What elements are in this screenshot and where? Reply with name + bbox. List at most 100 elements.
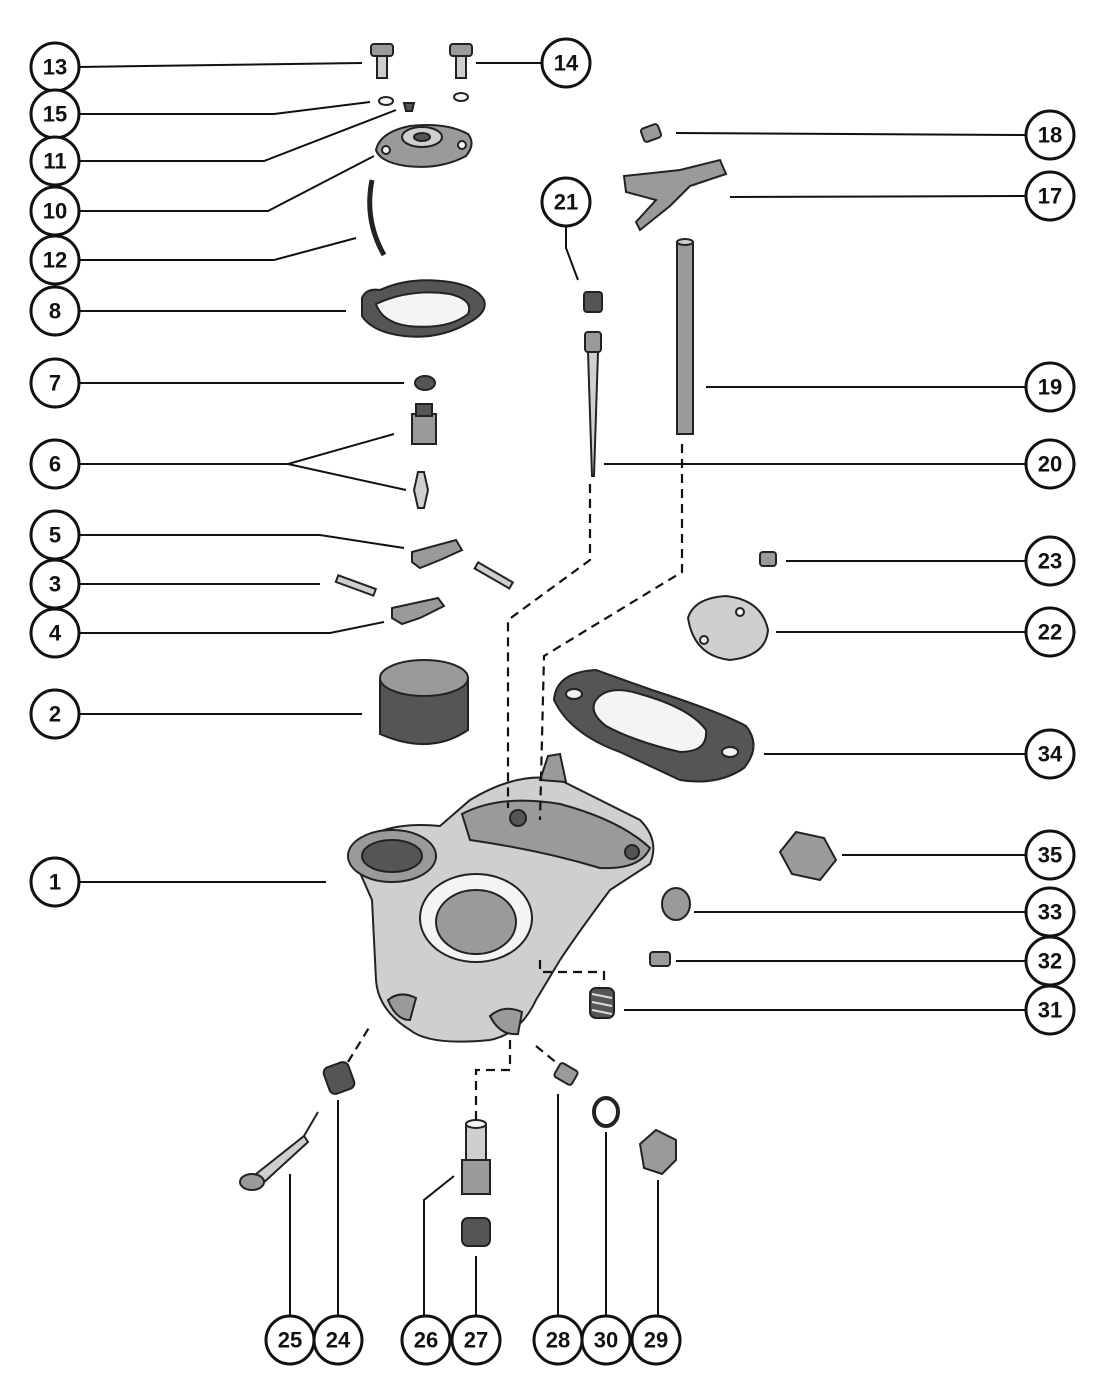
callout-14-label: 14: [554, 51, 579, 76]
callout-20: 20: [1024, 438, 1076, 490]
callout-28: 28: [532, 1314, 584, 1366]
callout-6-label: 6: [49, 452, 61, 477]
part-19-shaft: [676, 238, 694, 435]
callout-29: 29: [630, 1314, 682, 1366]
callout-22: 22: [1024, 606, 1076, 658]
callout-30-label: 30: [594, 1328, 618, 1353]
callout-31-label: 31: [1038, 998, 1062, 1023]
callout-13-label: 13: [43, 55, 67, 80]
part-13-screw: [370, 43, 394, 79]
part-10-cover: [374, 124, 473, 168]
callout-23-label: 23: [1038, 549, 1062, 574]
callout-25-label: 25: [278, 1328, 302, 1353]
callout-29-label: 29: [644, 1328, 668, 1353]
callout-4-label: 4: [49, 621, 62, 646]
callout-10: 10: [29, 185, 81, 237]
part-3-pin-2: [473, 561, 515, 590]
callout-17: 17: [1024, 170, 1076, 222]
callout-35: 35: [1024, 829, 1076, 881]
callout-22-label: 22: [1038, 620, 1062, 645]
part-33-plug: [661, 887, 691, 921]
callout-34-label: 34: [1038, 742, 1063, 767]
callout-26-label: 26: [414, 1328, 438, 1353]
callout-8-label: 8: [49, 299, 61, 324]
callout-34: 34: [1024, 728, 1076, 780]
part-15-washer: [378, 96, 394, 106]
part-3-pin: [334, 574, 378, 597]
callout-33: 33: [1024, 886, 1076, 938]
part-27-nut: [461, 1217, 491, 1247]
part-11-screw: [402, 102, 416, 112]
part-35-nut: [778, 830, 838, 882]
callout-35-label: 35: [1038, 843, 1062, 868]
callout-bubbles: 13 15 11 10 12 8 7 6 5 3 4: [29, 37, 1076, 1366]
callout-5-label: 5: [49, 523, 61, 548]
alignment-lines: [347, 444, 684, 1120]
callout-32: 32: [1024, 935, 1076, 987]
callout-12-label: 12: [43, 248, 67, 273]
part-22-plate: [686, 594, 770, 662]
part-17-lever: [622, 158, 728, 232]
leader-lines: [77, 62, 1027, 1316]
callout-19: 19: [1024, 361, 1076, 413]
part-24-spring: [322, 1061, 356, 1095]
part-31-spring: [589, 987, 615, 1019]
callout-33-label: 33: [1038, 900, 1062, 925]
part-2-float: [379, 659, 469, 745]
part-29-plug: [638, 1128, 677, 1176]
part-32-screw: [649, 951, 671, 967]
callout-21-label: 21: [554, 190, 578, 215]
part-5-float-arm: [411, 538, 464, 570]
callout-21: 21: [540, 176, 592, 228]
callout-28-label: 28: [546, 1328, 570, 1353]
callout-11-label: 11: [43, 149, 66, 174]
callout-1-label: 1: [49, 870, 61, 895]
part-6-needle-seat: [411, 403, 437, 509]
callout-20-label: 20: [1038, 452, 1062, 477]
part-7-seat: [414, 375, 436, 391]
part-12-tube: [367, 179, 387, 257]
callout-1: 1: [29, 856, 81, 908]
callout-19-label: 19: [1038, 375, 1062, 400]
callout-14: 14: [540, 37, 592, 89]
callout-32-label: 32: [1038, 949, 1062, 974]
callout-7-label: 7: [49, 371, 61, 396]
callout-11: 11: [29, 135, 81, 187]
part-20-needle: [584, 331, 602, 477]
part-8-gasket: [361, 279, 486, 338]
callout-17-label: 17: [1038, 184, 1062, 209]
callout-3: 3: [29, 558, 81, 610]
callout-2-label: 2: [49, 702, 61, 727]
callout-30: 30: [580, 1314, 632, 1366]
callout-12: 12: [29, 234, 81, 286]
callout-24-label: 24: [326, 1328, 351, 1353]
part-1-carburetor-body: [347, 752, 655, 1043]
callout-18: 18: [1024, 109, 1076, 161]
callout-26: 26: [400, 1314, 452, 1366]
callout-13: 13: [29, 41, 81, 93]
callout-27: 27: [450, 1314, 502, 1366]
part-34-gasket: [552, 668, 755, 783]
part-30-o-ring: [592, 1096, 620, 1128]
callout-15: 15: [29, 88, 81, 140]
callout-7: 7: [29, 357, 81, 409]
callout-27-label: 27: [464, 1328, 488, 1353]
callout-10-label: 10: [43, 199, 67, 224]
part-18-screw: [639, 123, 663, 143]
callout-8: 8: [29, 285, 81, 337]
part-21-fitting: [583, 291, 603, 313]
callout-6: 6: [29, 438, 81, 490]
part-4-float-arm: [391, 596, 446, 626]
callout-4: 4: [29, 607, 81, 659]
callout-18-label: 18: [1038, 123, 1062, 148]
callout-15-label: 15: [43, 102, 67, 127]
part-23-screw: [759, 551, 777, 567]
callout-2: 2: [29, 688, 81, 740]
part-15-washer-2: [453, 92, 469, 102]
callout-23: 23: [1024, 535, 1076, 587]
callout-24: 24: [312, 1314, 364, 1366]
part-14-screw: [449, 43, 473, 79]
parts-drawing: [239, 43, 838, 1247]
callout-31: 31: [1024, 984, 1076, 1036]
